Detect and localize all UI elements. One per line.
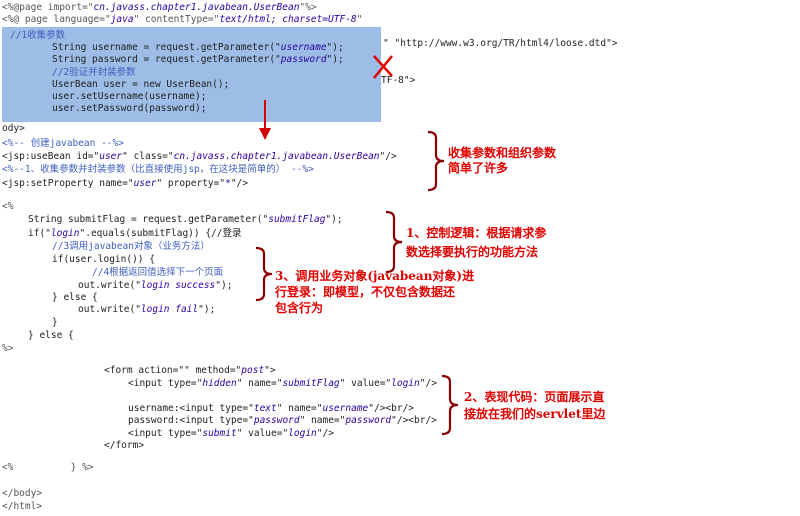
code-line: <%	[2, 201, 14, 212]
code-line: out.write("login success");	[78, 280, 233, 291]
code-line: String submitFlag = request.getParameter…	[28, 214, 343, 225]
code-line: %>	[2, 343, 14, 354]
code-line: </form>	[104, 440, 145, 451]
code-line: " "http://www.w3.org/TR/html4/loose.dtd"…	[383, 38, 618, 49]
code-line: //4根据返回值选择下一个页面	[92, 267, 224, 278]
code-line: username:<input type="text" name="userna…	[128, 403, 415, 414]
cross-icon	[373, 55, 393, 79]
brace-icon	[441, 374, 459, 436]
code-line: //1收集参数	[10, 30, 66, 41]
code-line: out.write("login fail");	[78, 304, 216, 315]
code-line: </html>	[2, 501, 43, 512]
code-line: <%@ page language="java" contentType="te…	[2, 14, 363, 25]
code-line: </body>	[2, 488, 43, 499]
code-line: TF-8">	[381, 75, 416, 86]
code-line: <% } %>	[2, 462, 94, 473]
code-line: <%@page import="cn.javass.chapter1.javab…	[2, 2, 317, 13]
code-line: UserBean user = new UserBean();	[52, 79, 230, 90]
code-line: }	[52, 317, 58, 328]
code-line: <jsp:useBean id="user" class="cn.javass.…	[2, 151, 397, 162]
annotation-view-code: 2、表现代码：页面展示直接放在我们的servlet里边	[464, 390, 606, 421]
annotation-control-logic: 1、控制逻辑：根据请求参数选择要执行的功能方法	[406, 226, 547, 259]
annotation-business-object: 3、调用业务对象(javabean对象)进行登录：即模型，不仅包含数据还包含行为	[275, 269, 475, 315]
code-line: <input type="hidden" name="submitFlag" v…	[128, 378, 437, 389]
code-line: String username = request.getParameter("…	[52, 42, 344, 53]
brace-icon	[385, 210, 403, 274]
code-line: if("login".equals(submitFlag)) {//登录	[28, 228, 242, 239]
brace-icon	[427, 130, 445, 192]
code-line: user.setPassword(password);	[52, 103, 207, 114]
code-line: if(user.login()) {	[52, 254, 155, 265]
code-line: <jsp:setProperty name="user" property="*…	[2, 178, 248, 189]
arrow-down-icon	[259, 100, 271, 140]
code-line: <form action="" method="post">	[104, 365, 276, 376]
code-line: <%--1、收集参数并封装参数（比直接使用jsp，在这块是简单的） --%>	[2, 164, 314, 175]
code-line: password:<input type="password" name="pa…	[128, 415, 437, 426]
brace-icon	[255, 246, 273, 302]
code-line: <%-- 创建javabean --%>	[2, 138, 124, 149]
code-line: String password = request.getParameter("…	[52, 54, 344, 65]
code-line: user.setUsername(username);	[52, 91, 207, 102]
code-line: ody>	[2, 123, 25, 134]
code-line: } else {	[52, 292, 98, 303]
annotation-collect-params: 收集参数和组织参数简单了许多	[448, 146, 557, 175]
code-line: } else {	[28, 330, 74, 341]
highlighted-code-block: //1收集参数 String username = request.getPar…	[2, 27, 381, 122]
code-line: //3调用javabean对象（业务方法）	[52, 241, 210, 252]
code-line: <input type="submit" value="login"/>	[128, 428, 334, 439]
code-line: //2验证并封装参数	[52, 67, 136, 78]
